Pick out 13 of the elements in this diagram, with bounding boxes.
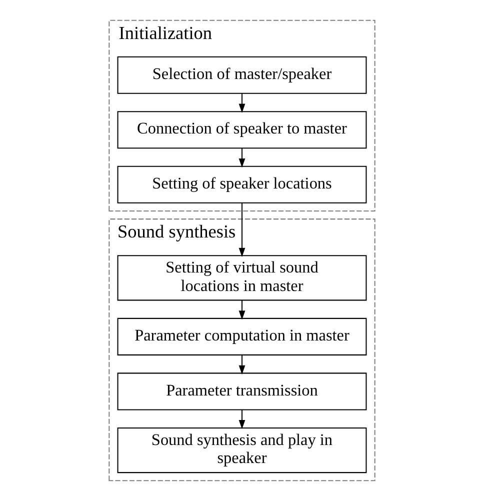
arrow — [238, 148, 245, 168]
node-box: Setting of virtual sound locations in master — [116, 255, 366, 301]
node-box: Connection of speaker to master — [116, 111, 366, 149]
arrow — [238, 203, 245, 257]
arrow — [238, 300, 245, 320]
node-box: Parameter computation in master — [116, 318, 366, 356]
node-box: Parameter transmission — [116, 372, 366, 410]
arrow — [238, 354, 245, 374]
node-box: Setting of speaker locations — [116, 166, 366, 204]
node-box: Sound synthesis and play in speaker — [116, 427, 366, 474]
node-box: Selection of master/speaker — [116, 56, 366, 94]
arrow — [238, 93, 245, 113]
arrow — [238, 410, 245, 430]
